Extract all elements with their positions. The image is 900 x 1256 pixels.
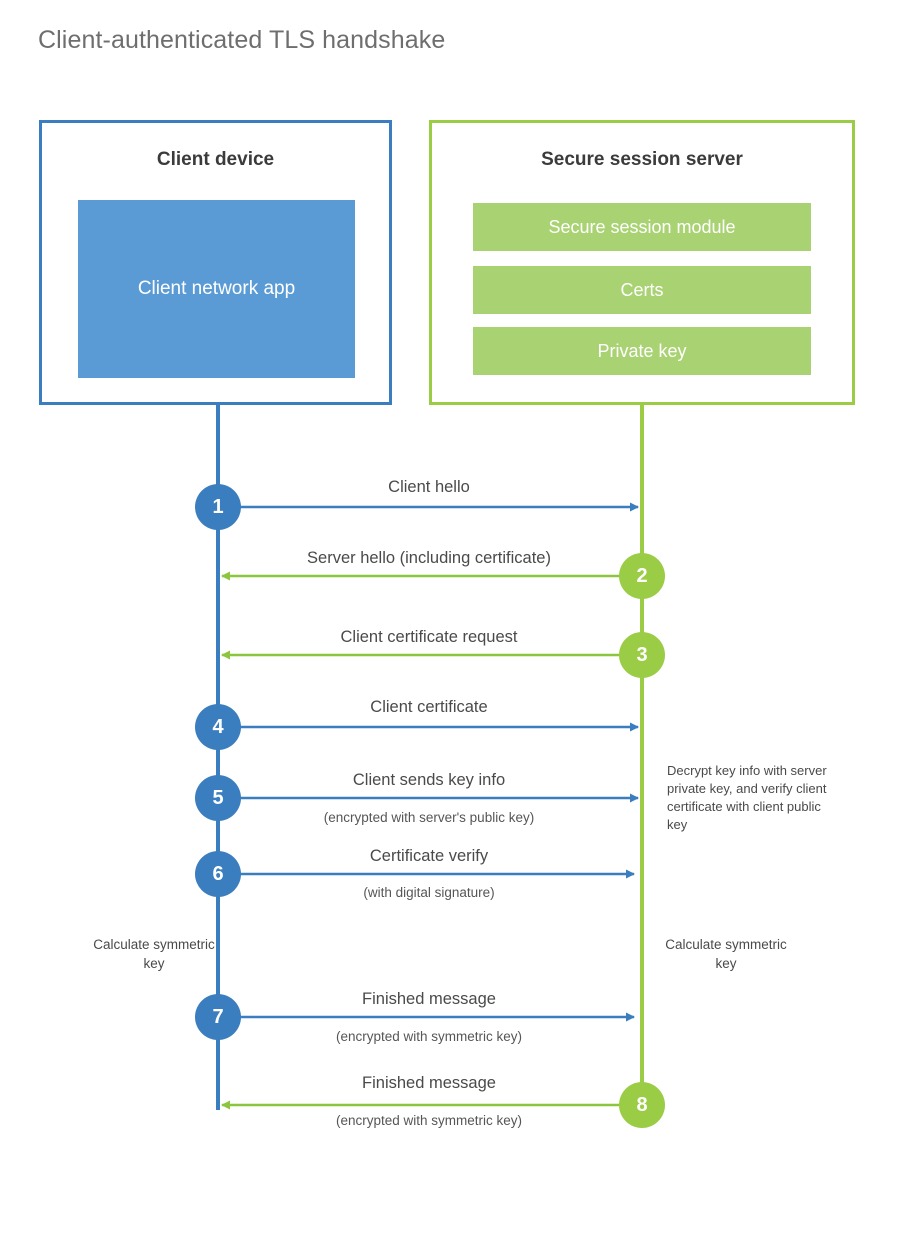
server-module-private-key: Private key	[473, 327, 811, 375]
client-device-title: Client device	[156, 149, 275, 170]
message-label-3: Client certificate request	[340, 628, 518, 646]
step-bubble-5[interactable]: 5	[195, 775, 241, 821]
secure-session-server-title: Secure session server	[541, 149, 743, 170]
message-label-5: Client sends key info	[352, 771, 506, 789]
server-calculate-symmetric-key-note: Calculate symmetric key	[665, 937, 787, 971]
message-sublabel-5: (encrypted with server's public key)	[323, 810, 535, 825]
message-label-2: Server hello (including certificate)	[307, 549, 551, 567]
client-device-box: Client device Client network app	[39, 120, 392, 405]
secure-session-server-box: Secure session server Secure session mod…	[429, 120, 855, 405]
message-sublabel-6: (with digital signature)	[363, 885, 495, 900]
step-bubble-4[interactable]: 4	[195, 704, 241, 750]
client-calculate-symmetric-key-note: Calculate symmetric key	[93, 937, 215, 971]
step-bubble-3[interactable]: 3	[619, 632, 665, 678]
message-label-6: Certificate verify	[369, 847, 489, 865]
server-module-certs: Certs	[473, 266, 811, 314]
step-bubble-1[interactable]: 1	[195, 484, 241, 530]
message-sublabel-8: (encrypted with symmetric key)	[335, 1113, 523, 1128]
client-network-app-block: Client network app	[78, 200, 355, 378]
message-label-8: Finished message	[362, 1074, 496, 1092]
message-label-7: Finished message	[362, 990, 496, 1008]
step-bubble-7[interactable]: 7	[195, 994, 241, 1040]
message-label-4: Client certificate	[370, 698, 488, 716]
server-module-secure-session-module: Secure session module	[473, 203, 811, 251]
step-bubble-2[interactable]: 2	[619, 553, 665, 599]
page-title: Client-authenticated TLS handshake	[38, 26, 446, 54]
step-bubble-8[interactable]: 8	[619, 1082, 665, 1128]
server-decrypt-annotation: Decrypt key info with server private key…	[667, 763, 827, 832]
message-label-1: Client hello	[388, 478, 470, 496]
message-sublabel-7: (encrypted with symmetric key)	[335, 1029, 523, 1044]
step-bubble-6[interactable]: 6	[195, 851, 241, 897]
